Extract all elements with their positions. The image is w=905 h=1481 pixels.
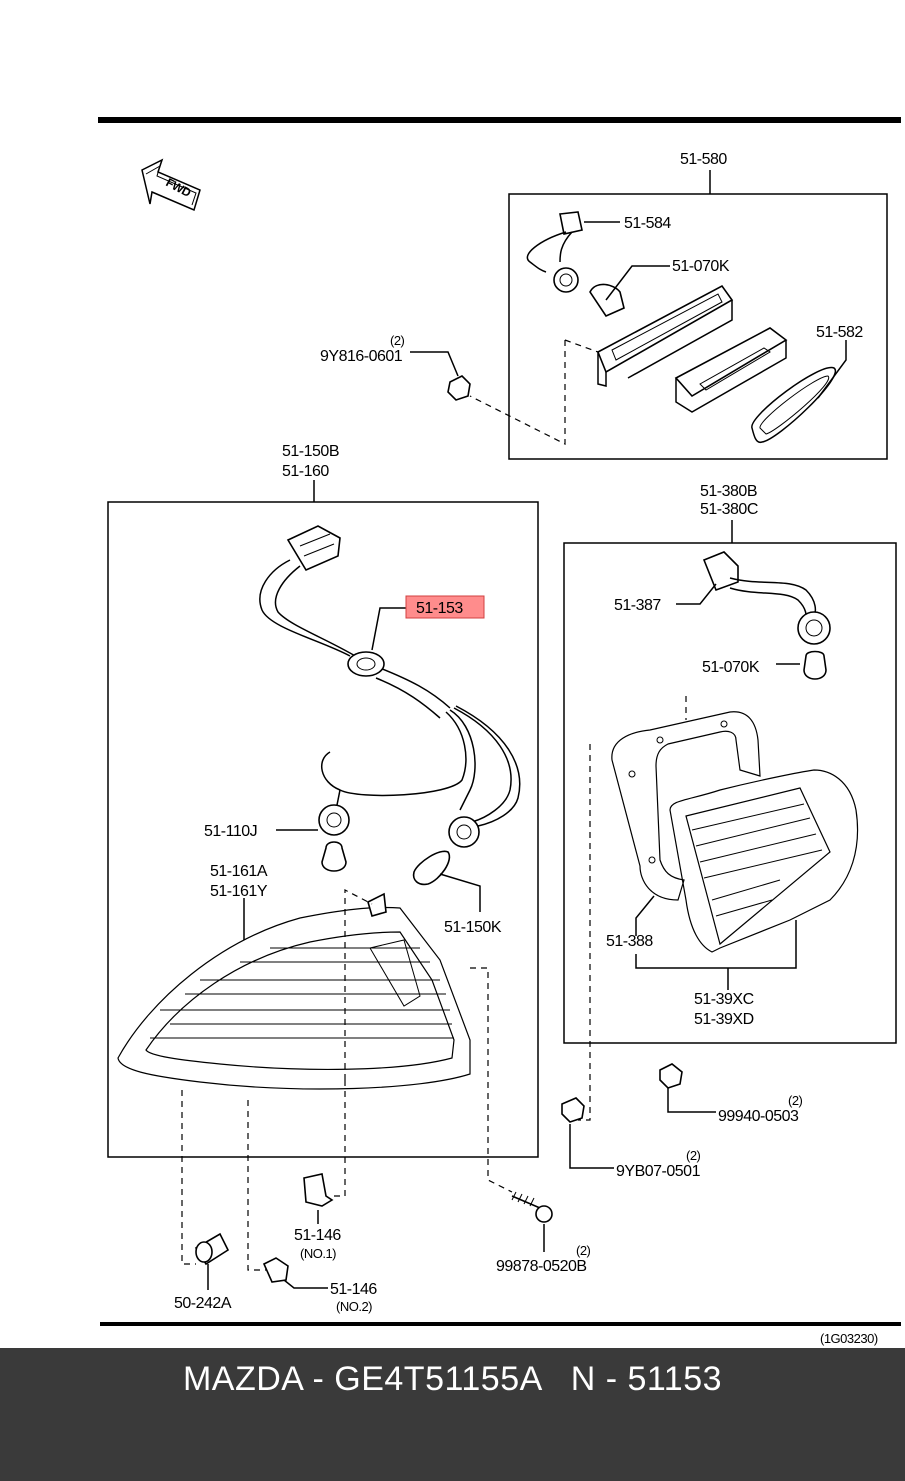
label-51-160: 51-160 — [282, 463, 329, 480]
label-51-150k: 51-150K — [444, 919, 502, 936]
fwd-arrow-icon: FWD — [141, 158, 201, 212]
label-50-242a: 50-242A — [174, 1295, 232, 1312]
label-51-380b: 51-380B — [700, 483, 757, 500]
label-99878-0520b: 99878-0520B — [496, 1258, 587, 1275]
label-51-582: 51-582 — [816, 324, 863, 341]
label-51-070k-top: 51-070K — [672, 258, 730, 275]
label-51-110j: 51-110J — [204, 823, 257, 840]
label-99940-qty: (2) — [788, 1093, 803, 1108]
drawing-id: (1G03230) — [820, 1331, 878, 1346]
label-51-146-no1: 51-146 — [294, 1227, 341, 1244]
label-51-146-no1-note: (NO.1) — [300, 1246, 336, 1261]
label-51-580: 51-580 — [680, 151, 727, 168]
label-51-146-no2-note: (NO.2) — [336, 1299, 372, 1314]
label-9y816-0601: 9Y816-0601 — [320, 348, 403, 365]
label-99940-0503: 99940-0503 — [718, 1108, 799, 1125]
label-51-161a: 51-161A — [210, 863, 268, 880]
highlight-51-153 — [405, 595, 485, 619]
parts-diagram: FWD — [98, 117, 901, 1346]
label-51-150b: 51-150B — [282, 443, 339, 460]
label-51-153: 51-153 — [416, 600, 463, 617]
footer-banner: MAZDA - GE4T51155A N - 51153 — [0, 1348, 905, 1481]
label-9yb07-qty: (2) — [686, 1148, 701, 1163]
label-51-388: 51-388 — [606, 933, 653, 950]
group-fasteners — [194, 1063, 716, 1290]
label-99878-qty: (2) — [576, 1243, 591, 1258]
group-rear-combination-lamp — [107, 480, 539, 1271]
label-51-584: 51-584 — [624, 215, 671, 232]
label-9y816-qty: (2) — [390, 333, 405, 348]
label-51-39xd: 51-39XD — [694, 1011, 754, 1028]
top-border-rule — [98, 117, 901, 123]
label-51-387: 51-387 — [614, 597, 661, 614]
label-9yb07-0501: 9YB07-0501 — [616, 1163, 701, 1180]
group-license-lamp — [410, 170, 888, 460]
label-51-146-no2: 51-146 — [330, 1281, 377, 1298]
label-51-070k-right: 51-070K — [702, 659, 760, 676]
bottom-border-rule — [100, 1322, 901, 1326]
group-rear-lamp-inner — [563, 520, 897, 1121]
footer-title: MAZDA - GE4T51155A N - 51153 — [182, 1360, 723, 1398]
label-51-161y: 51-161Y — [210, 883, 268, 900]
label-51-380c: 51-380C — [700, 501, 758, 518]
label-51-39xc: 51-39XC — [694, 991, 754, 1008]
fwd-label: FWD — [164, 175, 194, 200]
